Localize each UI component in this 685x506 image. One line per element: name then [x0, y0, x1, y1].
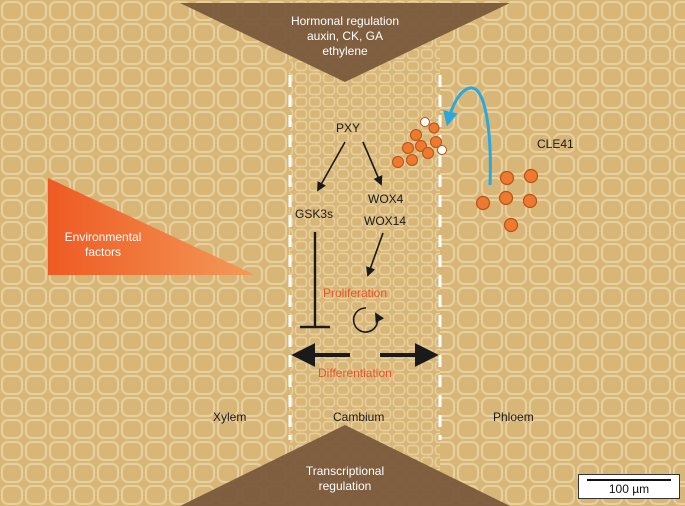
hormonal-line-2: auxin, CK, GA [306, 29, 384, 43]
wox14-label: WOX14 [364, 214, 407, 228]
differentiation-label: Differentiation [318, 366, 392, 380]
phloem-label: Phloem [493, 410, 534, 424]
transcriptional-regulation-triangle [180, 425, 510, 506]
phloem-cells [440, 0, 685, 506]
hormonal-line-1: Hormonal regulation [290, 14, 400, 28]
hormonal-regulation-label: Hormonal regulation auxin, CK, GA ethyle… [255, 14, 435, 59]
proliferation-label: Proliferation [323, 286, 388, 300]
scale-bar [587, 479, 671, 481]
pxy-to-wox4-arrow [362, 141, 383, 186]
hormonal-regulation-triangle [180, 3, 510, 82]
wox-to-proliferation-arrow [366, 232, 384, 277]
cambium-label: Cambium [333, 410, 385, 424]
environmental-line-1: Environmental [64, 230, 142, 244]
xylem-label: Xylem [213, 410, 247, 424]
scale-bar-label: 100 µm [608, 482, 650, 496]
transcriptional-line-2: regulation [318, 479, 372, 493]
environmental-line-2: factors [84, 245, 121, 259]
scale-bar-box: 100 µm [578, 474, 680, 499]
pxy-receptor-icon [392, 117, 447, 168]
cle41-to-pxy-arrow [443, 86, 492, 186]
wox4-label: WOX4 [368, 192, 404, 206]
cle41-label: CLE41 [537, 137, 574, 151]
environmental-factors-triangle [48, 178, 255, 275]
environmental-factors-label: Environmental factors [48, 230, 158, 260]
transcriptional-line-1: Transcriptional [305, 464, 385, 478]
cle41-peptides [475, 168, 539, 233]
gsk3s-label: GSK3s [295, 207, 334, 221]
hormonal-line-3: ethylene [322, 44, 368, 58]
pxy-to-gsk3s-arrow [317, 141, 346, 192]
transcriptional-regulation-label: Transcriptional regulation [265, 464, 425, 494]
pxy-label: PXY [336, 121, 361, 135]
cell-cycle-icon [352, 307, 384, 333]
